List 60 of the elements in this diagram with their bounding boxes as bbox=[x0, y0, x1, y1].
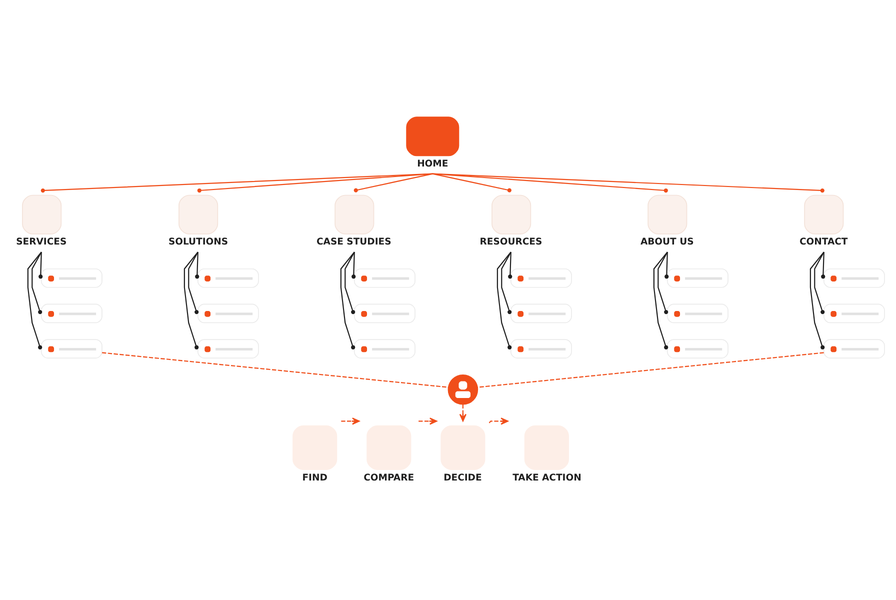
connector bbox=[38, 252, 43, 279]
node-box bbox=[666, 304, 728, 324]
arrow bbox=[488, 418, 508, 425]
node-box bbox=[40, 339, 102, 358]
connector bbox=[508, 252, 512, 279]
node-label: COMPARE bbox=[364, 472, 414, 484]
node-box bbox=[666, 268, 728, 288]
connector bbox=[432, 173, 824, 193]
node-box bbox=[354, 268, 416, 288]
node-label: CONTACT bbox=[800, 236, 848, 248]
connector bbox=[197, 173, 433, 193]
connector bbox=[32, 252, 42, 314]
connector bbox=[810, 252, 825, 350]
node-box bbox=[197, 268, 259, 288]
node-label: DECIDE bbox=[444, 472, 482, 484]
node-box bbox=[823, 339, 885, 358]
connector bbox=[27, 252, 42, 350]
node-box bbox=[354, 339, 416, 358]
node-label: SERVICES bbox=[16, 236, 67, 248]
node-box bbox=[823, 268, 885, 288]
connector bbox=[501, 252, 512, 314]
connector bbox=[102, 352, 448, 388]
connector bbox=[195, 252, 200, 279]
node-label: TAKE ACTION bbox=[512, 472, 582, 484]
connector bbox=[814, 252, 825, 314]
node-label: SOLUTIONS bbox=[168, 236, 228, 248]
connector bbox=[344, 252, 356, 314]
node-box bbox=[197, 304, 259, 324]
node-box bbox=[197, 339, 259, 358]
node-box bbox=[510, 268, 572, 288]
node-label: ABOUT US bbox=[640, 236, 694, 248]
node-person bbox=[448, 374, 478, 405]
node-box bbox=[510, 304, 572, 324]
node-box bbox=[354, 304, 416, 324]
connector bbox=[658, 252, 668, 314]
connector bbox=[478, 352, 824, 388]
arrow bbox=[418, 418, 438, 425]
connector bbox=[432, 173, 668, 193]
arrow bbox=[341, 418, 360, 425]
connector bbox=[432, 173, 512, 192]
connector bbox=[664, 252, 669, 279]
connector bbox=[653, 252, 668, 350]
node-box bbox=[510, 339, 572, 358]
node-box bbox=[40, 304, 102, 324]
node-box bbox=[666, 339, 728, 358]
node-label: FIND bbox=[302, 472, 328, 484]
node-label: RESOURCES bbox=[480, 236, 542, 248]
connector bbox=[340, 252, 356, 350]
node-label: HOME bbox=[417, 158, 448, 170]
connector bbox=[354, 173, 433, 192]
connector bbox=[821, 252, 826, 279]
connector bbox=[184, 252, 199, 350]
connector bbox=[352, 252, 356, 279]
arrow bbox=[459, 404, 467, 422]
connector bbox=[40, 173, 433, 193]
node-box bbox=[823, 304, 885, 324]
connector bbox=[496, 252, 512, 350]
connector bbox=[188, 252, 199, 314]
node-box bbox=[40, 268, 102, 288]
node-label: CASE STUDIES bbox=[316, 236, 392, 248]
